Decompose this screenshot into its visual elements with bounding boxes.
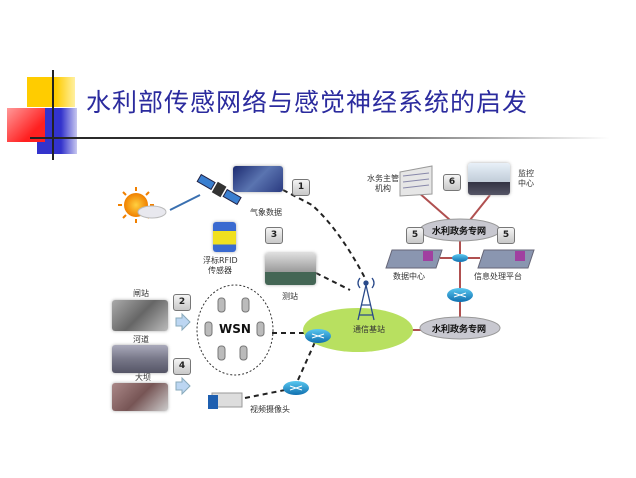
sensor-nodes	[204, 297, 265, 361]
arrow-icon	[175, 312, 191, 332]
label-gov-network-top: 水利政务专网	[432, 227, 487, 237]
label-wsn: WSN	[219, 322, 251, 336]
monitor-center-photo	[468, 163, 510, 195]
label-camera: 视频摄像头	[250, 405, 290, 414]
badge-5-platform: 5	[497, 227, 515, 244]
label-river: 河道	[133, 335, 149, 344]
wsn-boundary	[196, 284, 274, 376]
cloud-gov-network-bottom	[419, 316, 501, 340]
label-rfid-1: 浮标RFID	[203, 256, 238, 265]
label-monitor-1: 监控	[518, 169, 534, 178]
label-station: 测站	[282, 292, 298, 301]
gate-station-photo	[112, 300, 168, 331]
link-router-router	[297, 341, 316, 381]
info-platform	[477, 249, 535, 269]
label-gate-station: 闸站	[133, 289, 149, 298]
router-icon	[447, 288, 473, 302]
satellite-icon	[196, 173, 242, 206]
station-photo	[265, 253, 316, 285]
label-info-platform: 信息处理平台	[474, 272, 522, 281]
weather-map-image	[233, 166, 283, 192]
rfid-buoy-image	[213, 222, 236, 252]
camera-icon	[208, 392, 243, 409]
badge-5-data-center: 5	[406, 227, 424, 244]
title-underline	[30, 137, 610, 139]
label-water-authority-1: 水务主管	[367, 174, 399, 183]
label-monitor-2: 中心	[518, 179, 534, 188]
label-weather-data: 气象数据	[250, 208, 282, 217]
dashed-links	[244, 189, 367, 399]
router-icon	[283, 381, 309, 395]
base-station-area	[303, 308, 413, 352]
building-icon	[399, 165, 433, 197]
data-center-platform	[385, 249, 443, 269]
river-photo	[112, 345, 168, 373]
decor-yellow-square	[27, 77, 75, 107]
link-station-tower	[315, 272, 351, 291]
label-data-center: 数据中心	[393, 272, 425, 281]
router-icon	[452, 254, 468, 262]
sun-icon	[118, 187, 167, 223]
router-icon	[305, 329, 331, 343]
label-gov-network-bottom: 水利政务专网	[432, 325, 487, 335]
badge-1: 1	[292, 179, 310, 196]
decor-red-square	[7, 108, 45, 142]
badge-4: 4	[173, 358, 191, 375]
badge-2: 2	[173, 294, 191, 311]
link-camera-router	[244, 389, 286, 399]
label-base-station: 通信基站	[353, 325, 385, 334]
label-water-authority-2: 机构	[375, 184, 391, 193]
label-dam: 大坝	[135, 373, 151, 382]
dam-photo	[112, 383, 168, 411]
label-rfid-2: 传感器	[208, 266, 232, 275]
slide-title: 水利部传感网络与感觉神经系统的启发	[86, 88, 529, 117]
arrow-icon	[175, 376, 191, 396]
tower-icon	[357, 277, 375, 321]
badge-6: 6	[443, 174, 461, 191]
decor-vertical-line	[52, 70, 54, 160]
badge-3: 3	[265, 227, 283, 244]
